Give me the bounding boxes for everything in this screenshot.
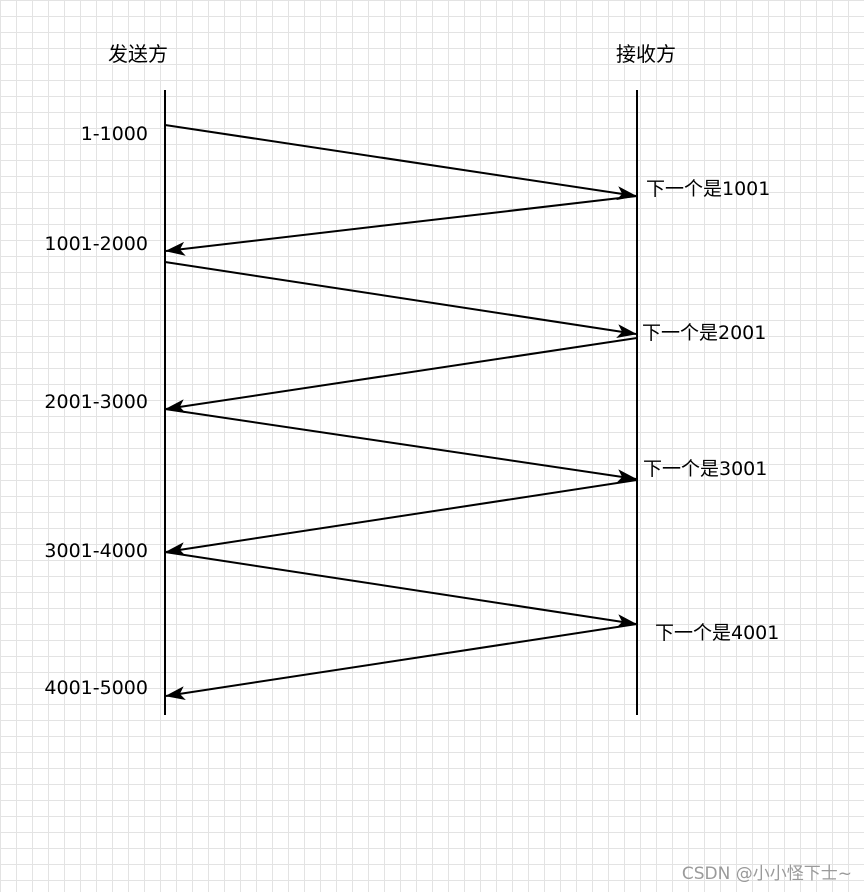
- segment-arrow-4: [164, 551, 637, 629]
- segment-label-3: 2001-3000: [44, 391, 148, 413]
- segment-arrow-2: [164, 261, 637, 339]
- segment-label-5: 4001-5000: [44, 677, 148, 699]
- receiver-title: 接收方: [616, 42, 676, 66]
- segment-arrow-1: [164, 124, 637, 201]
- ack-label-4: 下一个是4001: [655, 622, 780, 644]
- segment-label-2: 1001-2000: [44, 233, 148, 255]
- ack-label-2: 下一个是2001: [642, 322, 767, 344]
- ack-label-3: 下一个是3001: [643, 458, 768, 480]
- ack-arrow-1: [165, 195, 638, 256]
- sender-title: 发送方: [108, 42, 168, 66]
- watermark: CSDN @小小怪下士~: [681, 864, 852, 884]
- segment-label-4: 3001-4000: [44, 540, 148, 562]
- segment-label-1: 1-1000: [80, 123, 148, 145]
- ack-arrow-2: [165, 337, 638, 414]
- ack-label-1: 下一个是1001: [646, 178, 771, 200]
- ack-arrow-4: [165, 623, 638, 701]
- ack-arrow-3: [165, 479, 638, 557]
- segment-arrow-3: [164, 408, 637, 484]
